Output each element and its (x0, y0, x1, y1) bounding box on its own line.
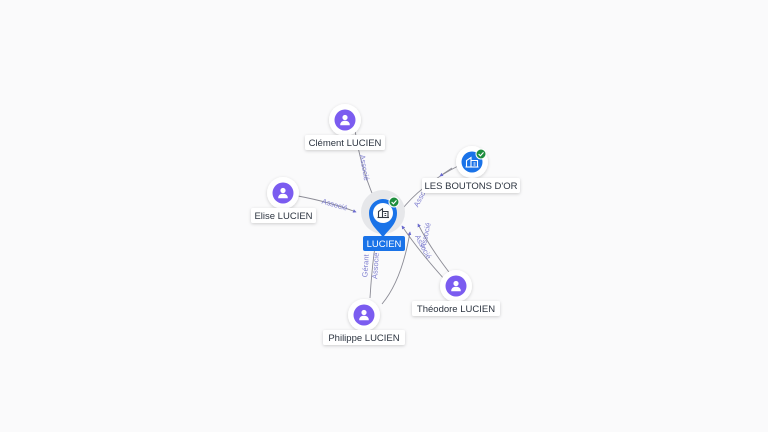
edge-line (401, 225, 446, 281)
node-philippe[interactable]: Philippe LUCIEN (323, 299, 405, 345)
node-elise[interactable]: Elise LUCIEN (251, 177, 316, 223)
edge-label: Associé (321, 197, 349, 213)
node-boutons[interactable]: LES BOUTONS D'OR (422, 146, 520, 193)
edge-label: Associé (418, 222, 432, 250)
node-label: Clément LUCIEN (309, 138, 382, 149)
node-label: Philippe LUCIEN (328, 333, 399, 344)
node-clement[interactable]: Clément LUCIEN (305, 104, 385, 150)
edge-line (381, 231, 412, 305)
person-icon (451, 280, 461, 292)
node-label: Théodore LUCIEN (417, 304, 495, 315)
node-label-bg (251, 208, 316, 223)
building-icon (465, 156, 479, 168)
person-icon (359, 309, 369, 321)
verified-badge-icon (388, 196, 400, 208)
edge-label: Associé (370, 252, 381, 279)
verified-badge-icon (475, 148, 487, 160)
node-label-bg (305, 135, 385, 150)
node-label-bg (323, 330, 405, 345)
edge-line (297, 195, 357, 213)
edge-line (417, 223, 453, 277)
person-icon (278, 187, 288, 199)
node-theodore[interactable]: Théodore LUCIEN (412, 270, 500, 316)
edge-theodore[interactable]: Associé Associé (401, 222, 453, 281)
edge-label: Associé (358, 154, 371, 181)
center-label-bg (363, 236, 405, 251)
node-label-bg (412, 301, 500, 316)
node-label: LES BOUTONS D'OR (425, 181, 518, 192)
person-icon (340, 114, 350, 126)
center-node[interactable]: LUCIEN (361, 190, 405, 251)
edge-label: Gérant (360, 253, 371, 277)
node-label-bg (422, 178, 520, 193)
edge-arrow (439, 167, 453, 177)
building-icon (377, 207, 389, 219)
node-label: Elise LUCIEN (254, 211, 312, 222)
center-label: LUCIEN (367, 239, 402, 250)
